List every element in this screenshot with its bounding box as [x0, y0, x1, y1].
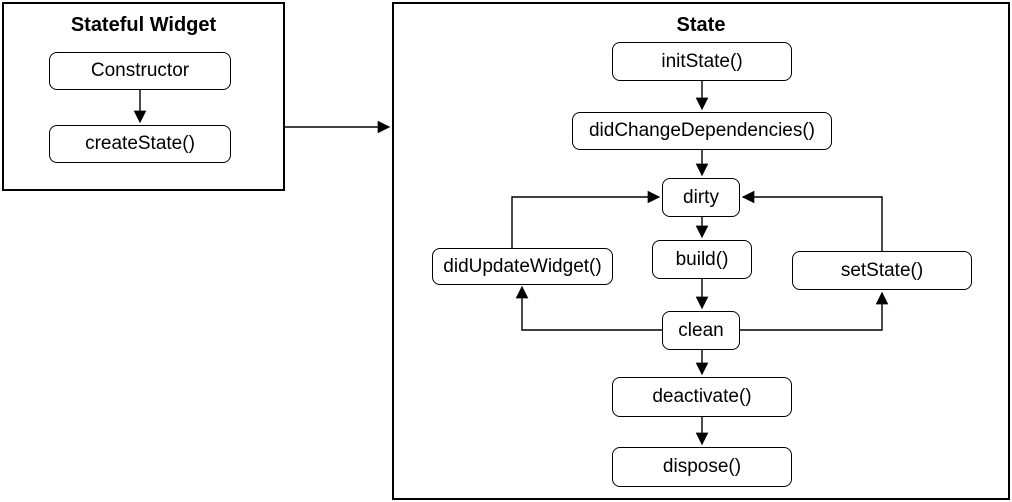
node-did-change-dependencies: didChangeDependencies(): [572, 112, 832, 150]
node-constructor: Constructor: [49, 52, 231, 90]
node-deactivate: deactivate(): [612, 377, 792, 417]
node-dispose: dispose(): [612, 447, 792, 487]
node-create-state: createState(): [49, 125, 231, 163]
node-set-state: setState(): [792, 251, 972, 290]
group-state-title: State: [676, 14, 726, 36]
node-init-state: initState(): [612, 42, 792, 81]
node-build: build(): [652, 240, 752, 279]
node-dirty: dirty: [662, 178, 740, 217]
group-stateful-widget-title: Stateful Widget: [70, 14, 217, 36]
node-did-update-widget: didUpdateWidget(): [432, 248, 613, 285]
node-clean: clean: [662, 311, 740, 350]
